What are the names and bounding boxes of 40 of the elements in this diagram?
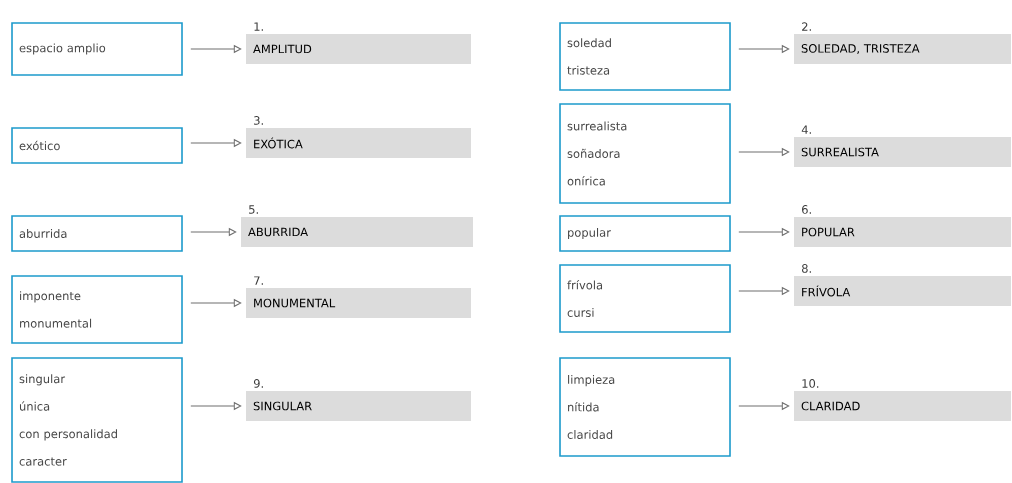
word-box: espacio amplio (11, 22, 183, 76)
arrow (738, 287, 790, 295)
arrow (738, 402, 790, 410)
word-box: exótico (11, 127, 183, 164)
answer-bar: POPULAR (794, 217, 1011, 247)
answer-bar: MONUMENTAL (246, 288, 471, 318)
answer-bar: SURREALISTA (794, 137, 1011, 167)
answer-bar: EXÓTICA (246, 128, 471, 158)
arrow (738, 228, 790, 236)
arrow (190, 402, 242, 410)
arrow (738, 148, 790, 156)
word-box: frívola cursi (559, 264, 731, 333)
word-box: imponente monumental (11, 275, 183, 344)
word-box: surrealista soñadora onírica (559, 103, 731, 204)
item-number: 3. (254, 116, 263, 125)
answer-bar: SINGULAR (246, 391, 471, 421)
answer-bar: SOLEDAD, TRISTEZA (794, 34, 1011, 64)
arrow (738, 45, 790, 53)
item-number: 10. (802, 379, 819, 388)
item-number: 9. (253, 379, 263, 388)
item-number: 7. (254, 276, 263, 285)
answer-bar: AMPLITUD (246, 34, 471, 64)
word-box: soledad tristeza (559, 22, 731, 91)
answer-bar: CLARIDAD (794, 391, 1011, 421)
arrow (190, 139, 242, 147)
word-box: aburrida (11, 215, 183, 252)
answer-bar: ABURRIDA (241, 217, 473, 247)
item-number: 2. (802, 22, 811, 31)
word-box: popular (559, 215, 731, 252)
item-number: 4. (801, 125, 811, 134)
arrow (190, 299, 242, 307)
item-number: 8. (802, 264, 811, 273)
answer-bar: FRÍVOLA (794, 276, 1011, 306)
item-number: 5. (249, 205, 258, 214)
arrow (190, 45, 242, 53)
item-number: 6. (802, 205, 811, 214)
item-number: 1. (254, 22, 263, 31)
word-box: limpieza nítida claridad (559, 357, 731, 457)
arrow (190, 228, 237, 236)
word-box: singular única con personalidad caracter (11, 357, 183, 483)
